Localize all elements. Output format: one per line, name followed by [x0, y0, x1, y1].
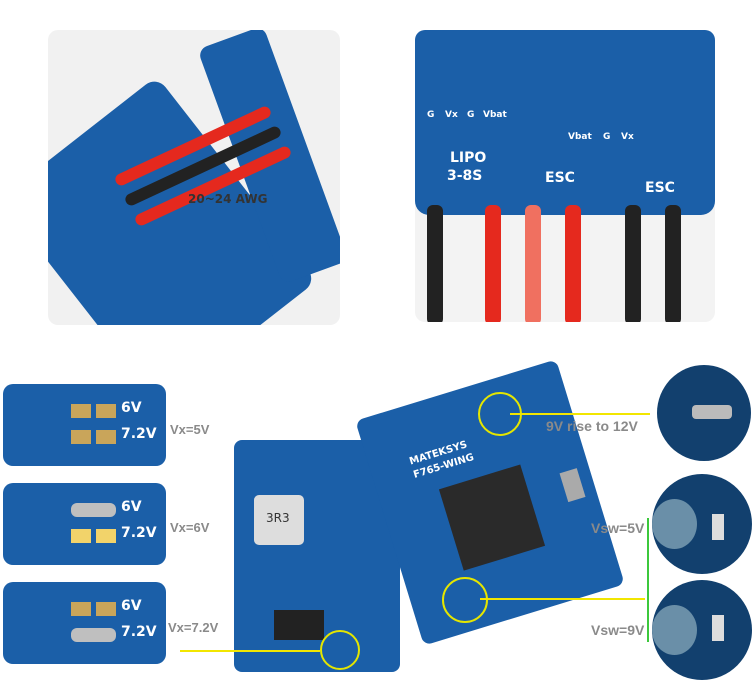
pad-label-6v: 6V	[121, 598, 142, 614]
pad-label-7v2: 7.2V	[121, 525, 157, 541]
vbat-jumper-closeup	[657, 365, 751, 461]
vx-pointer-line	[180, 650, 320, 652]
pcb-board	[415, 30, 715, 215]
vx-jumper-highlight	[320, 630, 360, 670]
silk-g: G	[467, 110, 475, 120]
red-wire	[485, 205, 501, 322]
vx-6v-label: Vx=6V	[170, 520, 210, 535]
esc-connection-photo: G Vx G Vbat Vbat G Vx LIPO 3-8S ESC ESC	[415, 30, 715, 322]
vsw-bracket-line	[647, 518, 649, 642]
vsw-pointer-line	[480, 598, 645, 600]
pad-label-6v: 6V	[121, 499, 142, 515]
vx-panel-6v: 6V 7.2V	[3, 483, 166, 565]
silk-g: G	[427, 110, 435, 120]
mcu-chip	[438, 464, 546, 571]
silk-3-8s: 3-8S	[447, 168, 483, 184]
usb-port	[559, 468, 586, 503]
vsw-jumper-highlight	[442, 577, 488, 623]
vbat-callout: 9V rise to 12V	[546, 418, 638, 434]
vsw-5v-callout: Vsw=5V	[591, 520, 645, 536]
wire-gauge-label: 20~24 AWG	[188, 192, 268, 206]
silk-esc: ESC	[645, 180, 675, 196]
silk-vbat: Vbat	[483, 110, 507, 120]
black-wire	[625, 205, 641, 322]
wire-solder-photo: 20~24 AWG	[48, 30, 340, 325]
pad-label-6v: 6V	[121, 400, 142, 416]
vbat-pointer-line	[510, 413, 650, 415]
pad-label-7v2: 7.2V	[121, 426, 157, 442]
silk-vx: Vx	[445, 110, 458, 120]
silk-vbat: Vbat	[568, 132, 592, 142]
silk-lipo: LIPO	[450, 150, 487, 166]
black-wire	[427, 205, 443, 322]
vx-panel-7v2: 6V 7.2V	[3, 582, 166, 664]
silk-vx: Vx	[621, 132, 634, 142]
black-wire	[665, 205, 681, 322]
vx-panel-5v: 6V 7.2V	[3, 384, 166, 466]
pad-label-7v2: 7.2V	[121, 624, 157, 640]
silk-g: G	[603, 132, 611, 142]
red-wire	[525, 205, 541, 322]
vx-7v2-label: Vx=7.2V	[168, 620, 219, 635]
inductor-marking: 3R3	[266, 511, 290, 525]
silk-esc: ESC	[545, 170, 575, 186]
inductor: 3R3	[254, 495, 304, 545]
red-wire	[565, 205, 581, 322]
vsw-9v-callout: Vsw=9V	[591, 622, 645, 638]
vsw-5v-closeup	[652, 474, 752, 574]
vsw-9v-closeup	[652, 580, 752, 680]
vx-5v-label: Vx=5V	[170, 422, 210, 437]
